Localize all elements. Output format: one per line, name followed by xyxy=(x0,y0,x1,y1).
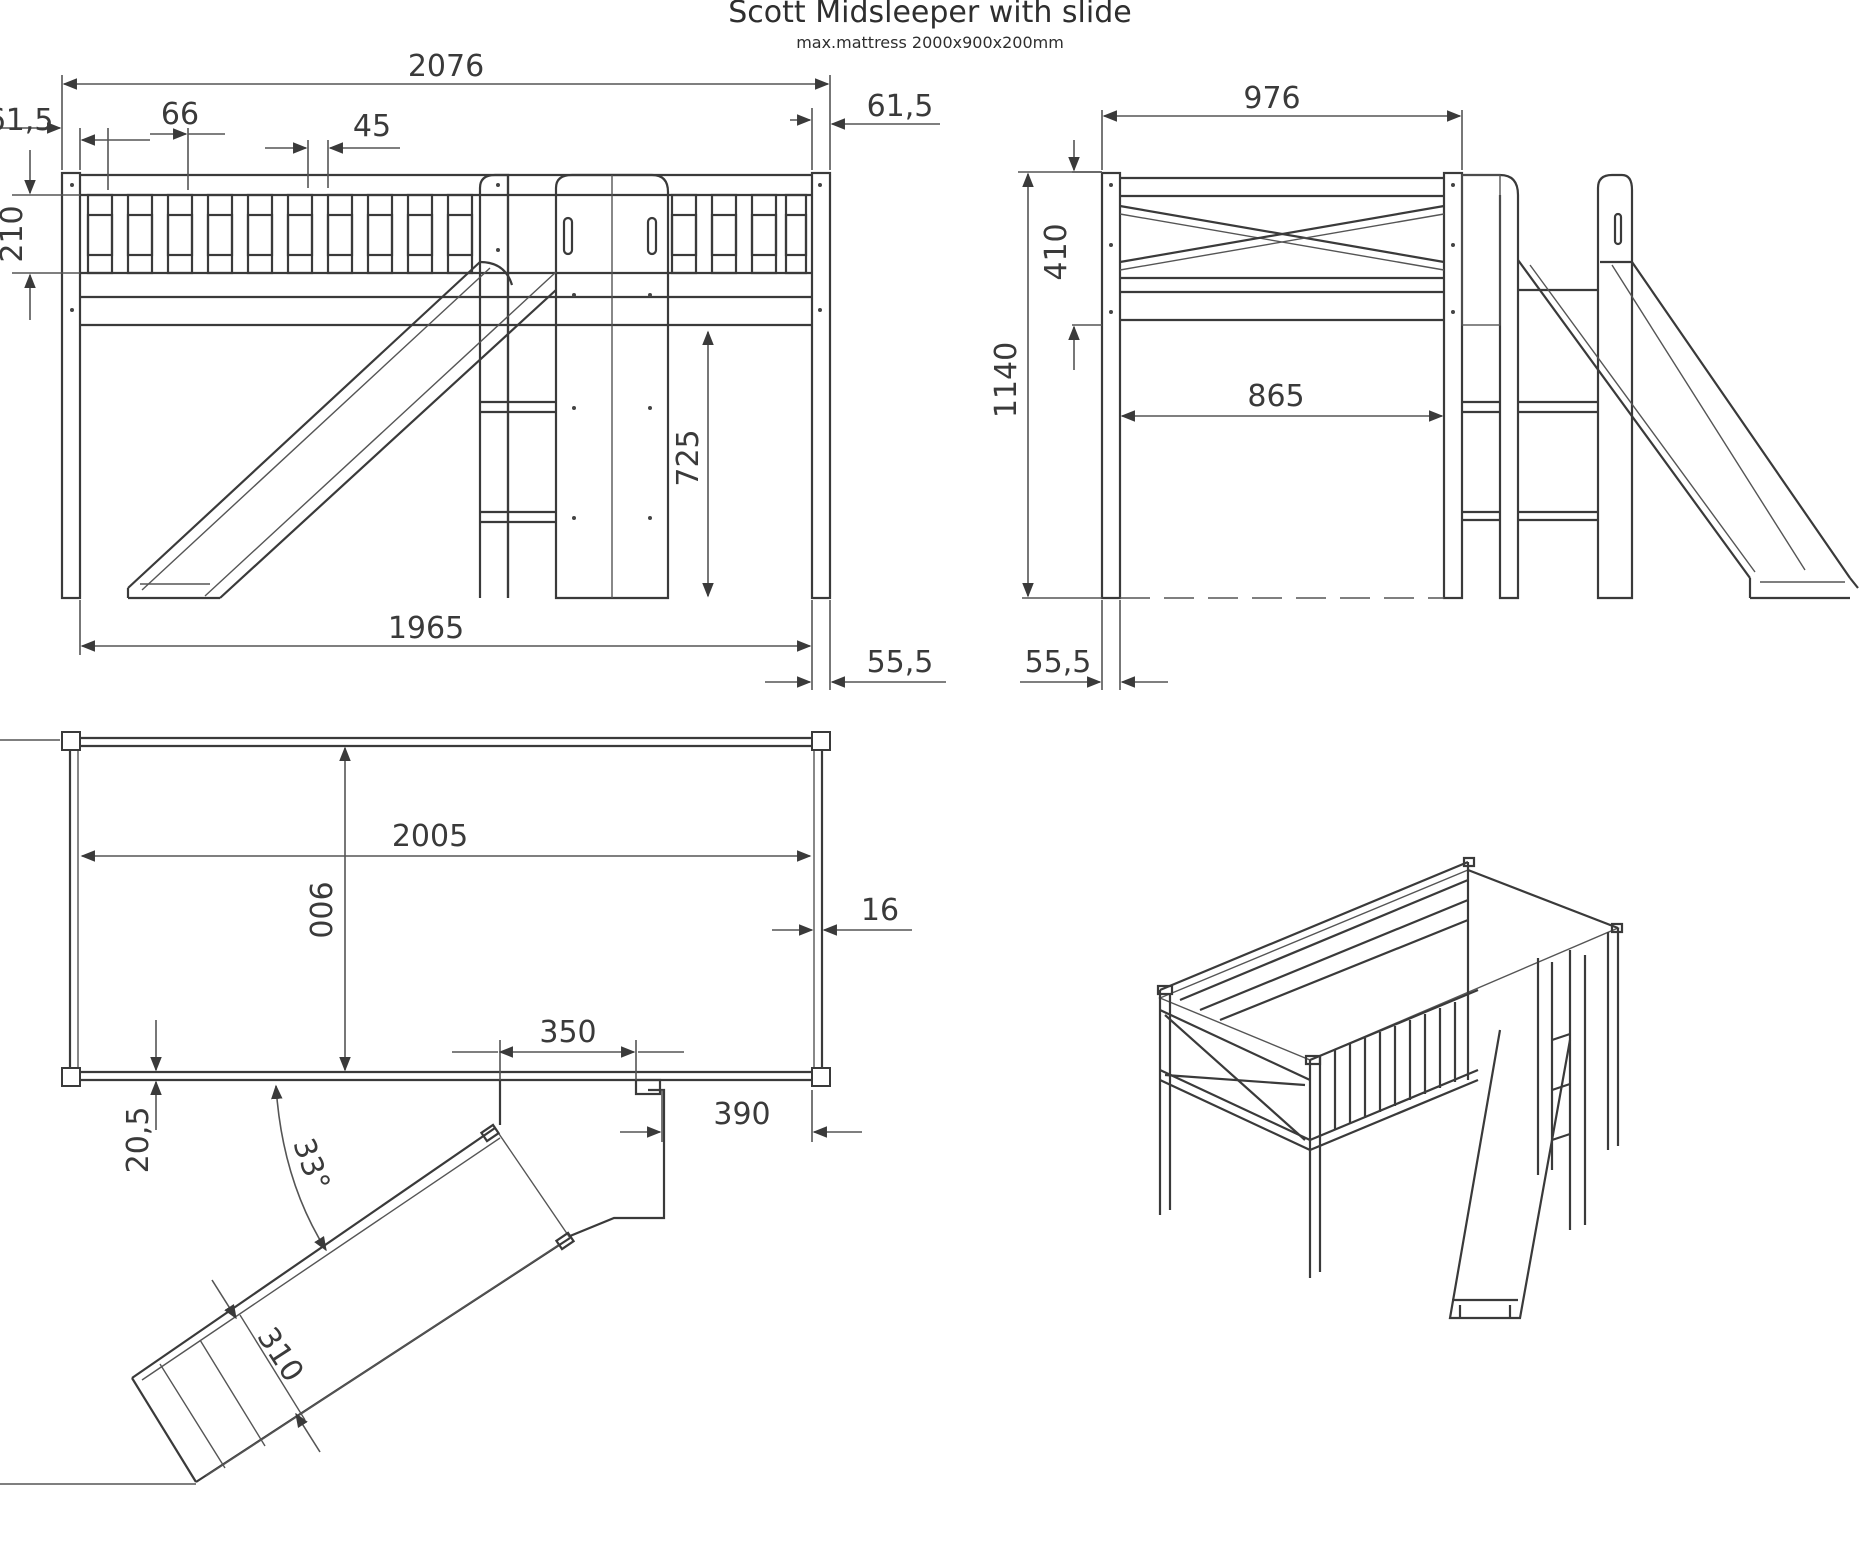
dim-slat-gap: 45 xyxy=(353,109,391,144)
dim-inner-length: 1965 xyxy=(388,611,464,646)
side-ladder xyxy=(1462,173,1520,600)
dim-side-leg-width: 55,5 xyxy=(1025,645,1092,680)
dim-overall-width: 976 xyxy=(1243,81,1300,116)
front-slide xyxy=(126,260,557,600)
front-view: 2076 61,5 66 45 61,5 210 725 xyxy=(0,49,946,690)
dim-overall-length: 2076 xyxy=(408,49,484,84)
front-ladder-panel xyxy=(554,173,670,600)
dim-slat-width: 66 xyxy=(161,97,199,132)
dim-leg-width: 55,5 xyxy=(867,645,934,680)
dim-inner-width: 865 xyxy=(1247,379,1304,414)
front-slats-left xyxy=(86,193,474,275)
handle-icon xyxy=(562,216,574,256)
side-view: 976 410 1140 865 55,5 xyxy=(989,81,1859,690)
dim-ladder-offset: 390 xyxy=(713,1097,770,1132)
top-post xyxy=(61,1067,81,1087)
handle-icon xyxy=(1613,212,1623,246)
dim-rail-offset: 20,5 xyxy=(121,1107,156,1174)
front-right-leg xyxy=(810,171,832,600)
front-ladder-left-rail xyxy=(478,173,510,598)
dim-top-inner-length: 2005 xyxy=(392,819,468,854)
drawing-subtitle: max.mattress 2000x900x200mm xyxy=(796,33,1064,52)
dim-slide-offset: 350 xyxy=(539,1015,596,1050)
front-slats-right xyxy=(670,193,808,275)
top-view: 2005 900 16 350 390 20,5 33° 310 xyxy=(0,731,912,1485)
dim-ladder-height: 725 xyxy=(671,429,706,486)
side-bolt-dots xyxy=(1109,183,1455,314)
front-bolt-dots xyxy=(70,183,822,520)
dim-left-offset: 61,5 xyxy=(0,103,53,138)
top-post xyxy=(61,731,81,751)
dim-board-thickness: 16 xyxy=(861,893,899,928)
dim-top-inner-width: 900 xyxy=(302,881,337,938)
dim-side-rail-height: 410 xyxy=(1039,223,1074,280)
side-ladder-post xyxy=(1596,173,1634,600)
dim-right-offset: 61,5 xyxy=(867,89,934,124)
top-post xyxy=(811,731,831,751)
top-post xyxy=(811,1067,831,1087)
dim-slide-angle: 33° xyxy=(285,1134,336,1196)
dim-rail-height: 210 xyxy=(0,205,30,262)
top-slide xyxy=(131,1078,666,1483)
drawing-title: Scott Midsleeper with slide xyxy=(728,0,1131,30)
side-right-leg xyxy=(1442,171,1464,600)
front-left-leg xyxy=(60,171,82,600)
dim-overall-height: 1140 xyxy=(989,342,1024,418)
side-slide xyxy=(1517,259,1859,600)
dim-slide-width: 310 xyxy=(250,1321,311,1388)
handle-icon xyxy=(646,216,658,256)
isometric-view xyxy=(1156,856,1624,1320)
side-left-leg xyxy=(1100,171,1122,600)
